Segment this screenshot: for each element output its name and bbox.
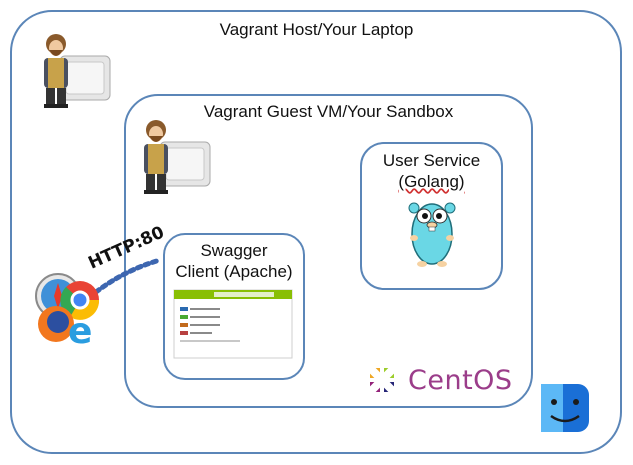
user-service-line1: User Service <box>382 151 481 170</box>
swagger-line2: Client (Apache) <box>175 262 293 281</box>
host-vagrant-mascot-icon <box>44 34 111 108</box>
mac-finder-icon <box>541 384 589 432</box>
user-service-box <box>360 142 503 290</box>
host-box <box>10 10 622 454</box>
go-gopher-icon <box>408 202 456 267</box>
host-label: Vagrant Host/Your Laptop <box>219 20 414 39</box>
guest-vm-box <box>124 94 533 408</box>
centos-logo-icon <box>367 365 397 395</box>
swagger-ui-thumbnail <box>173 289 293 359</box>
guest-vagrant-mascot-icon <box>144 120 211 194</box>
svg-text:e: e <box>68 311 92 352</box>
guest-label: Vagrant Guest VM/Your Sandbox <box>203 102 454 121</box>
centos-wordmark: CentOS <box>408 364 513 396</box>
swagger-client-box <box>163 233 305 380</box>
browser-cluster-icon: e <box>35 273 100 352</box>
swagger-label: Swagger Client (Apache) <box>163 240 305 282</box>
swagger-line1: Swagger <box>200 241 268 260</box>
user-service-line2: (Golang) <box>398 172 465 191</box>
centos-logo: CentOS <box>362 362 513 398</box>
http-connection-line <box>93 257 163 295</box>
user-service-label: User Service (Golang) <box>360 150 503 192</box>
